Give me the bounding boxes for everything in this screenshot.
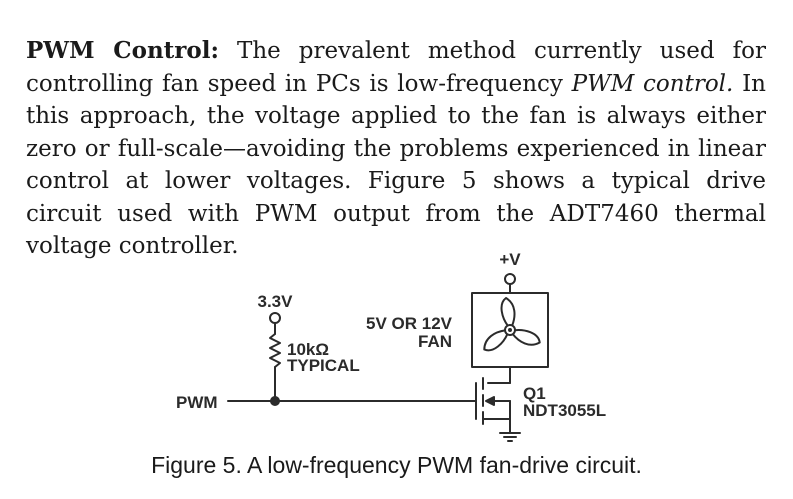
paragraph-text-1: The prevalent method currently used for … (26, 38, 766, 97)
label-ndt3055l: NDT3055L (523, 401, 606, 420)
label-resistor-value: 10kΩ (287, 340, 329, 359)
label-resistor-note: TYPICAL (287, 356, 360, 375)
pullup-resistor (269, 333, 281, 368)
plus-v-terminal (504, 273, 516, 285)
body-paragraph: PWM Control: The prevalent method curren… (26, 35, 766, 263)
paragraph-heading: PWM Control: (26, 37, 219, 64)
label-fan-voltage: 5V OR 12V (366, 314, 453, 333)
fan-icon (483, 297, 541, 352)
supply-3v3-terminal (269, 312, 281, 324)
label-plus-v: +V (499, 250, 521, 269)
figure-caption: Figure 5. A low-frequency PWM fan-drive … (151, 452, 642, 478)
label-fan: FAN (418, 332, 452, 351)
paragraph-text-2: In this approach, the voltage applied to… (26, 70, 766, 260)
label-3v3: 3.3V (258, 292, 294, 311)
mosfet-arrow (485, 396, 495, 406)
paragraph-emphasis: PWM control. (571, 70, 734, 97)
pwm-junction-dot (270, 396, 280, 406)
label-pwm: PWM (176, 393, 218, 412)
label-q1: Q1 (523, 384, 546, 403)
